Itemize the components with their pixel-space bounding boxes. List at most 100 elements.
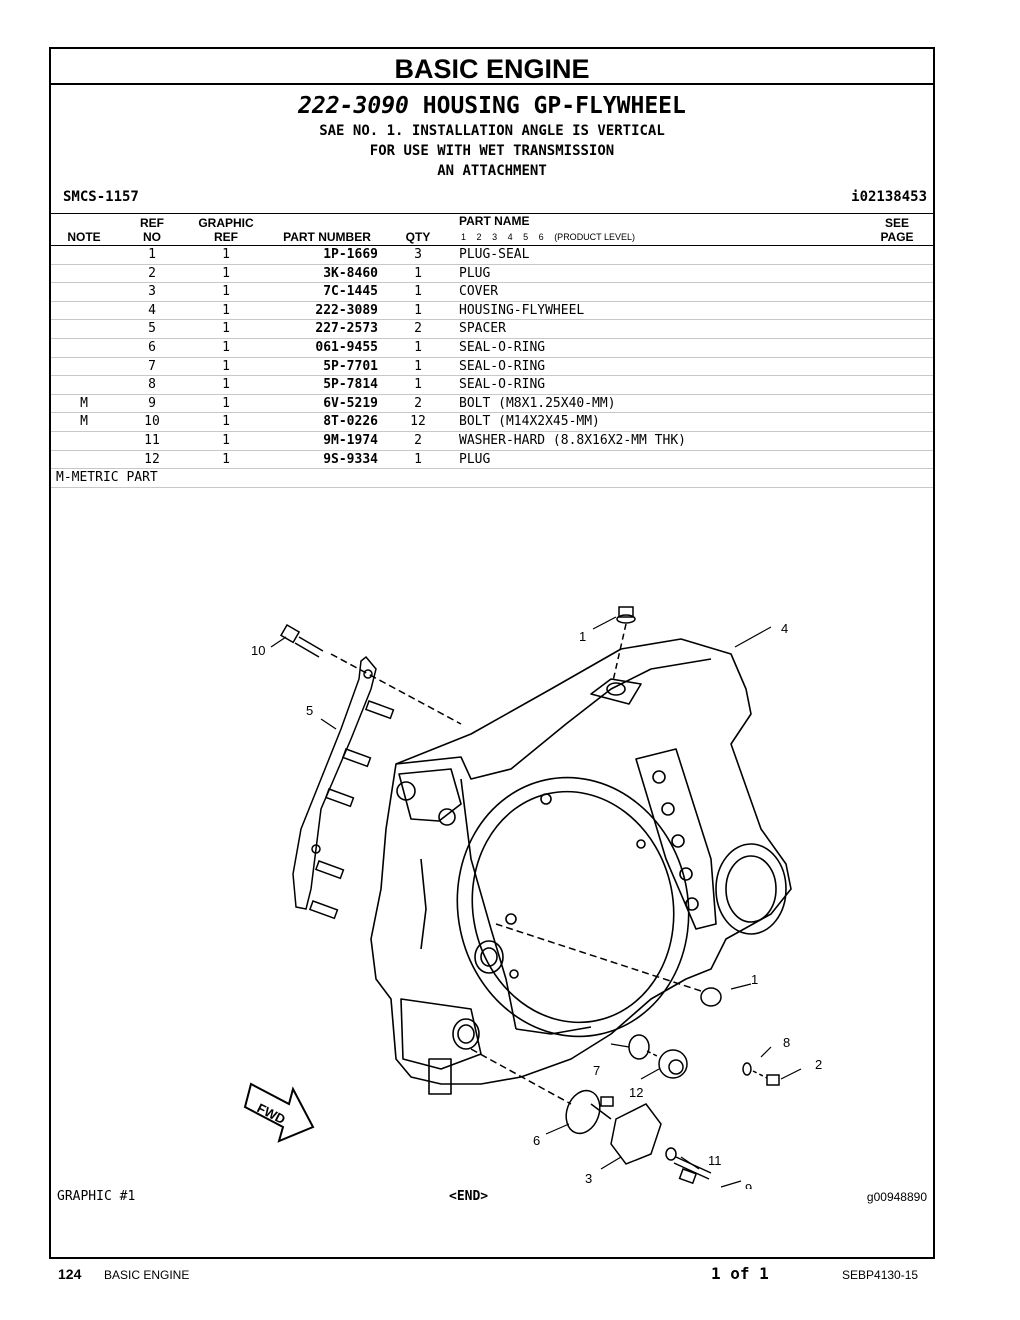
spacer-plate-drawing <box>292 655 395 920</box>
row-graphic-ref: 1 <box>222 377 230 393</box>
seal-plug-drawing <box>628 1034 688 1079</box>
row-qty: 1 <box>414 339 422 355</box>
fwd-arrow: FWD <box>243 1082 315 1143</box>
parts-table: 1 1 1P-1669 3 PLUG-SEAL 2 1 3K-8460 1 PL… <box>51 245 933 488</box>
col-note: NOTE <box>67 230 101 244</box>
col-see-bottom: PAGE <box>880 230 914 244</box>
graphic-end-marker: <END> <box>449 1189 489 1204</box>
col-part-number: PART NUMBER <box>283 230 371 244</box>
callout-10: 10 <box>251 643 265 658</box>
callout-5: 5 <box>306 703 313 718</box>
row-graphic-ref: 1 <box>222 432 230 448</box>
footer-page-of: 1 of 1 <box>711 1264 769 1283</box>
row-ref: 7 <box>148 358 156 374</box>
table-row: 4 1 222-3089 1 HOUSING-FLYWHEEL <box>51 300 933 320</box>
row-part-number[interactable]: 5P-7814 <box>323 377 378 393</box>
plug-seal-top-drawing <box>612 606 636 682</box>
table-row: 1 1 1P-1669 3 PLUG-SEAL <box>51 245 933 264</box>
row-part-number[interactable]: 5P-7701 <box>323 358 378 374</box>
row-part-number[interactable]: 3K-8460 <box>323 265 378 281</box>
section-title: BASIC ENGINE <box>51 49 933 85</box>
group-description: HOUSING GP-FLYWHEEL <box>422 93 686 119</box>
leader-lines <box>270 616 802 1188</box>
table-row: 8 1 5P-7814 1 SEAL-O-RING <box>51 375 933 394</box>
graphic-label: GRAPHIC #1 <box>57 1189 136 1204</box>
col-graphic-bottom: REF <box>214 230 238 244</box>
table-row: 12 1 9S-9334 1 PLUG <box>51 449 933 469</box>
callout-11: 11 <box>708 1153 722 1168</box>
stud-group <box>308 700 395 920</box>
illustration-id: i02138453 <box>851 189 927 205</box>
table-row: 7 1 5P-7701 1 SEAL-O-RING <box>51 356 933 376</box>
row-qty: 12 <box>410 414 426 430</box>
row-part-name: WASHER-HARD (8.8X16X2-MM THK) <box>459 432 686 448</box>
row-qty: 2 <box>414 321 422 337</box>
seal-8-plug-2-drawing <box>742 1062 780 1086</box>
level-3: 3 <box>492 232 498 242</box>
footer-page-number: 124 <box>58 1266 82 1282</box>
table-row: 6 1 061-9455 1 SEAL-O-RING <box>51 337 933 357</box>
col-qty: QTY <box>405 230 431 244</box>
callout-8: 8 <box>783 1035 790 1050</box>
level-4: 4 <box>507 232 513 242</box>
footer-doc-id: SEBP4130-15 <box>842 1268 919 1282</box>
level-6: 6 <box>538 232 544 242</box>
row-qty: 1 <box>414 265 422 281</box>
footer-section: BASIC ENGINE <box>104 1268 190 1282</box>
header-note-3: AN ATTACHMENT <box>437 163 547 179</box>
row-qty: 1 <box>414 358 422 374</box>
callout-1-right: 1 <box>751 972 758 987</box>
row-part-number[interactable]: 1P-1669 <box>323 247 378 262</box>
col-graphic-top: GRAPHIC <box>198 216 254 230</box>
row-ref: 12 <box>144 451 160 467</box>
footnote-row: M-METRIC PART <box>51 468 933 488</box>
row-part-number[interactable]: 222-3089 <box>315 302 378 318</box>
row-graphic-ref: 1 <box>222 395 230 411</box>
table-row: 5 1 227-2573 2 SPACER <box>51 319 933 338</box>
callout-12: 12 <box>629 1085 643 1100</box>
row-part-number[interactable]: 8T-0226 <box>323 414 378 430</box>
row-ref: 10 <box>144 414 160 430</box>
part-header: 222-3090 HOUSING GP-FLYWHEEL <box>51 93 933 119</box>
row-graphic-ref: 1 <box>222 247 230 262</box>
row-part-name: BOLT (M14X2X45-MM) <box>459 414 600 430</box>
level-5: 5 <box>523 232 529 242</box>
row-ref: 9 <box>148 395 156 411</box>
row-part-name: COVER <box>459 284 499 300</box>
row-part-name: SEAL-O-RING <box>459 358 546 374</box>
callout-2: 2 <box>815 1057 822 1072</box>
smcs-code: SMCS-1157 <box>63 189 139 205</box>
row-qty: 2 <box>414 432 422 448</box>
row-ref: 5 <box>148 321 156 337</box>
header-divider <box>51 213 933 214</box>
row-part-name: SEAL-O-RING <box>459 339 546 355</box>
row-ref: 1 <box>148 247 156 262</box>
row-graphic-ref: 1 <box>222 414 230 430</box>
cover-assembly-drawing <box>470 1048 712 1185</box>
row-qty: 1 <box>414 284 422 300</box>
row-ref: 6 <box>148 339 156 355</box>
row-part-name: SEAL-O-RING <box>459 377 546 393</box>
table-row: M 10 1 8T-0226 12 BOLT (M14X2X45-MM) <box>51 412 933 431</box>
row-part-number[interactable]: 9M-1974 <box>323 432 378 448</box>
row-ref: 2 <box>148 265 156 281</box>
col-ref-top: REF <box>140 216 164 230</box>
plug-seal-right-drawing <box>495 923 722 1007</box>
col-part-name: PART NAME <box>459 214 530 228</box>
row-part-number[interactable]: 061-9455 <box>315 339 378 355</box>
row-part-number[interactable]: 7C-1445 <box>323 284 378 300</box>
header-note-1: SAE NO. 1. INSTALLATION ANGLE IS VERTICA… <box>319 123 665 139</box>
level-1: 1 <box>461 232 467 242</box>
row-part-number[interactable]: 227-2573 <box>315 321 378 337</box>
group-part-number: 222-3090 <box>298 93 409 119</box>
row-ref: 11 <box>144 432 160 448</box>
row-part-number[interactable]: 9S-9334 <box>323 451 378 467</box>
exploded-view-illustration: FWD 1 4 10 5 1 8 2 7 12 6 3 11 <box>243 606 822 1189</box>
row-note: M <box>80 395 88 411</box>
row-qty: 3 <box>414 247 422 262</box>
table-row: 11 1 9M-1974 2 WASHER-HARD (8.8X16X2-MM … <box>51 430 933 450</box>
callout-9: 9 <box>745 1181 752 1189</box>
row-graphic-ref: 1 <box>222 321 230 337</box>
row-qty: 2 <box>414 395 422 411</box>
row-part-number[interactable]: 6V-5219 <box>323 395 378 411</box>
